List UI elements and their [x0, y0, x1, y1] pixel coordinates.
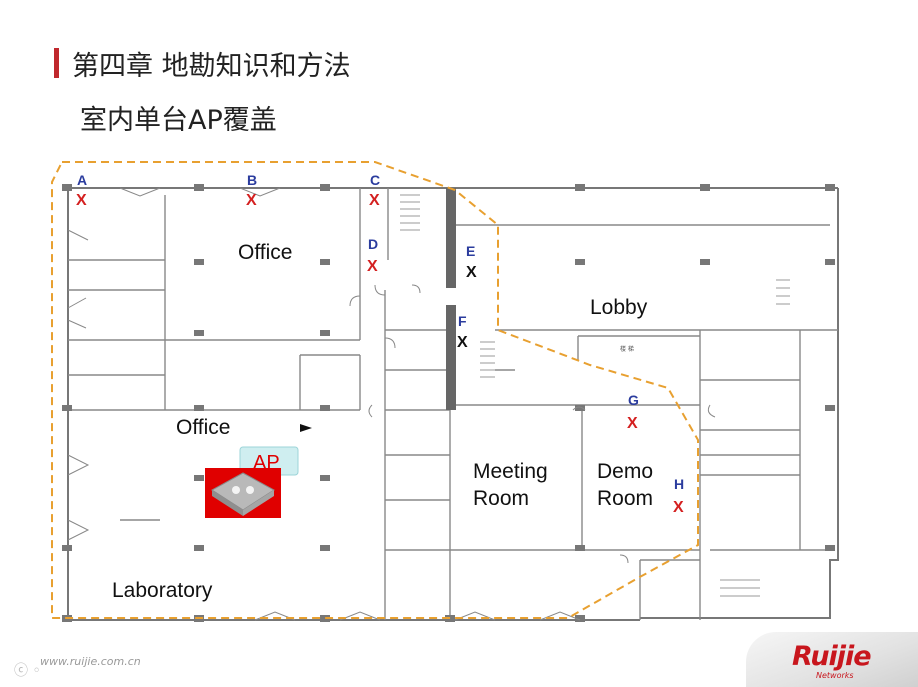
test-point-d: D X: [367, 236, 378, 275]
test-point-letter: H: [674, 476, 684, 492]
test-point-letter: B: [247, 172, 257, 188]
wall-strip: [446, 305, 456, 410]
test-point-g: G X: [627, 392, 639, 432]
test-point-b: B X: [246, 172, 257, 209]
brand-logo: Ruijie: [792, 641, 872, 672]
test-point-a: A X: [76, 172, 87, 209]
slide-title: 第四章 地勘知识和方法: [72, 51, 351, 82]
test-point-h: H X: [673, 476, 684, 516]
room-demo-line2: Room: [597, 487, 653, 510]
footer-url: www.ruijie.com.cn: [40, 655, 141, 668]
test-point-mark: X: [369, 192, 380, 209]
inner-walls: [68, 188, 838, 620]
test-point-f: F X: [457, 313, 468, 351]
room-demo-line1: Demo: [597, 460, 653, 483]
test-point-c: C X: [369, 172, 380, 209]
test-point-e: E X: [466, 243, 477, 281]
test-point-mark: X: [457, 334, 468, 351]
test-point-letter: D: [368, 236, 378, 252]
brand-tagline: Networks: [816, 671, 854, 680]
room-meeting-line2: Room: [473, 487, 529, 510]
slide-subtitle: 室内单台AP覆盖: [80, 105, 277, 136]
stairwells: [400, 194, 790, 597]
room-lobby: Lobby: [590, 296, 648, 319]
room-meeting-line1: Meeting: [473, 460, 548, 483]
access-point-icon: [205, 468, 281, 518]
pointer-arrow-icon: [300, 424, 312, 432]
test-point-mark: X: [673, 499, 684, 516]
test-point-mark: X: [246, 192, 257, 209]
test-point-mark: X: [76, 192, 87, 209]
test-point-letter: C: [370, 172, 380, 188]
test-point-mark: X: [627, 415, 638, 432]
test-point-letter: A: [77, 172, 87, 188]
test-point-letter: E: [466, 243, 475, 259]
room-office-left: Office: [176, 416, 230, 439]
room-laboratory: Laboratory: [112, 579, 213, 602]
footer-watermark-icon: ⓒ ◦: [14, 663, 41, 679]
test-point-letter: F: [458, 313, 467, 329]
test-point-letter: G: [628, 392, 639, 408]
brand-logo-background: [746, 632, 918, 687]
test-point-mark: X: [466, 264, 477, 281]
stair-label: 楼 梯: [620, 345, 634, 353]
columns: [62, 184, 835, 622]
wall-strip: [446, 188, 456, 288]
coverage-outline: [51, 161, 699, 619]
room-office-top: Office: [238, 241, 292, 264]
title-accent-bar: [54, 48, 59, 78]
test-point-mark: X: [367, 258, 378, 275]
